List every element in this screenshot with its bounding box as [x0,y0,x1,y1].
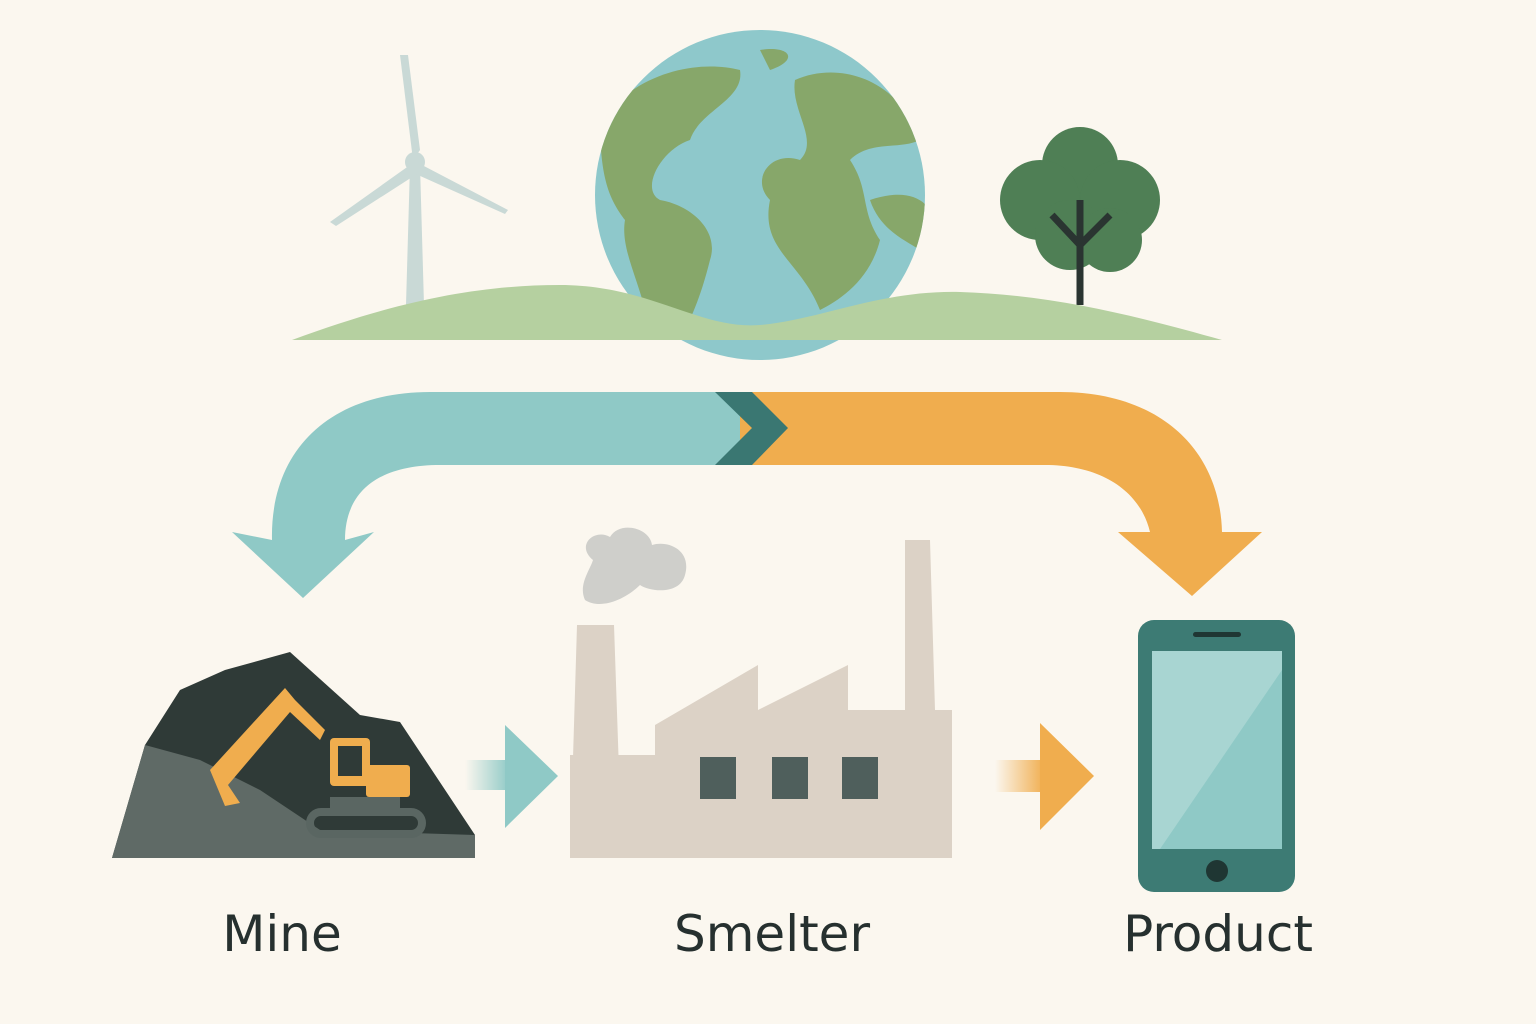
factory-icon [570,527,952,858]
hills [292,285,1222,340]
excavator-icon [210,688,426,838]
arrow-right-icon [465,725,558,828]
mine-label: Mine [222,905,342,963]
tree-icon [1000,127,1160,305]
globe-icon [595,30,925,360]
arrow-right-icon [995,723,1094,830]
wind-turbine-icon [330,55,508,305]
smelter-label: Smelter [673,905,871,963]
cycle-arrow-icon [232,392,1262,598]
mine-icon [112,652,475,858]
smartphone-icon [1138,620,1295,892]
product-label: Product [1123,905,1313,963]
